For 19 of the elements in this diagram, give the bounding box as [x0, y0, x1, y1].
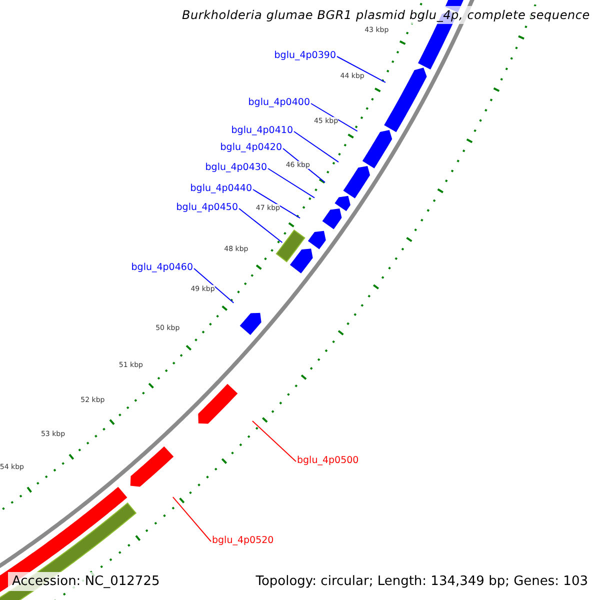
leader-line — [172, 496, 212, 542]
leader-line — [252, 420, 296, 462]
leader-line — [294, 131, 339, 163]
gene-label: bglu_4p0460 — [131, 262, 193, 273]
leader-line — [310, 103, 358, 132]
leader-line — [238, 208, 283, 244]
gene-label: bglu_4p0390 — [274, 50, 336, 61]
gene-label: bglu_4p0450 — [176, 202, 238, 213]
leader-line — [268, 168, 316, 198]
leader-line — [252, 189, 301, 219]
gene-label: bglu_4p0430 — [205, 162, 267, 173]
gene-label: bglu_4p0400 — [248, 97, 310, 108]
gene-label: bglu_4p0420 — [220, 142, 282, 153]
leader-line — [336, 56, 386, 83]
gene-label: bglu_4p0410 — [231, 125, 293, 136]
gene-label: bglu_4p0500 — [297, 455, 359, 466]
gene-label: bglu_4p0520 — [212, 535, 274, 546]
leader-line — [194, 268, 234, 304]
gene-label: bglu_4p0440 — [190, 183, 252, 194]
